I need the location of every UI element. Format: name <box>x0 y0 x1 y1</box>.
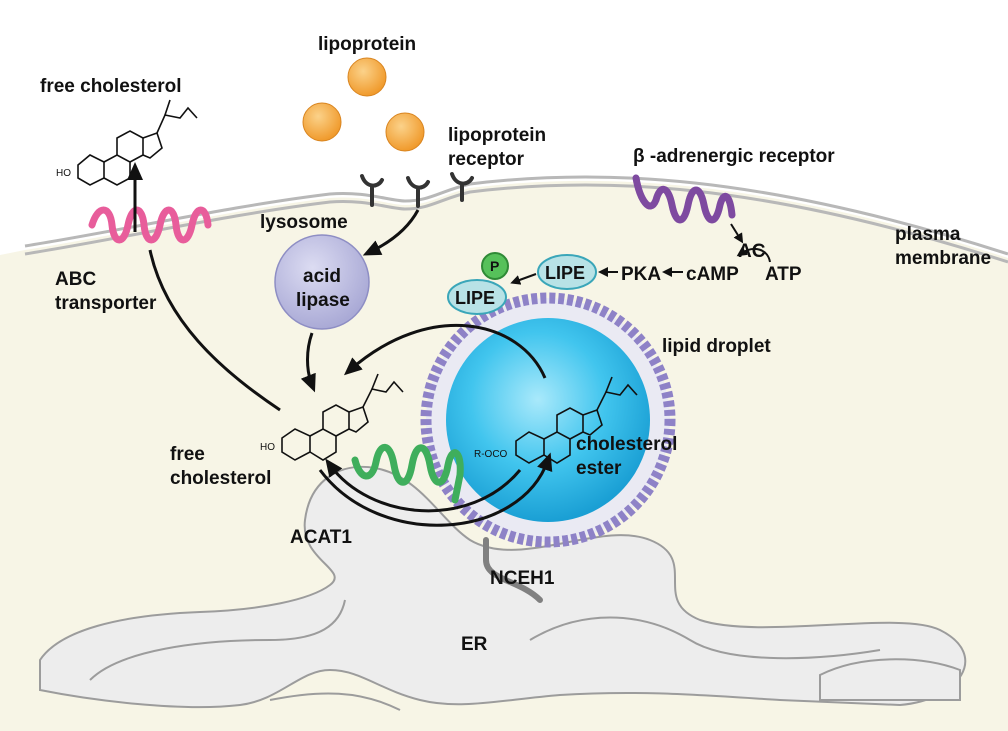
receptor-y-shape <box>406 176 430 208</box>
label-plasma-membrane-line1: plasma <box>895 224 961 245</box>
label-plasma-membrane-line2: membrane <box>895 248 991 269</box>
label-beta-adrenergic-receptor: β -adrenergic receptor <box>633 146 835 167</box>
lipoprotein-particle <box>385 112 425 152</box>
label-abc-transporter-line2: transporter <box>55 293 157 314</box>
arrow-lysosome-to-cholesterol <box>300 332 316 393</box>
label-lipid-droplet: lipid droplet <box>662 336 771 357</box>
label-lipoprotein: lipoprotein <box>318 34 416 55</box>
receptor-y-shape <box>360 174 384 207</box>
label-lipe-right: LIPE <box>545 263 585 283</box>
lipe-left-shape <box>447 279 507 315</box>
label-abc-transporter-line1: ABC <box>55 269 96 290</box>
label-acid-lipase-line1: acid <box>303 266 341 287</box>
arrow-lipe-phospho <box>510 273 537 285</box>
nceh1-enzyme <box>483 537 543 603</box>
label-lipoprotein-receptor-line1: lipoprotein <box>448 125 546 146</box>
beta-adrenergic-receptor <box>632 174 736 224</box>
cholesterol-structure-middle <box>281 373 404 461</box>
label-lipoprotein-receptor-line2: receptor <box>448 149 525 170</box>
lysosome <box>274 234 370 330</box>
label-free-cholesterol-line2: cholesterol <box>170 468 271 489</box>
arrow-to-abc <box>148 249 281 412</box>
label-nceh1: NCEH1 <box>490 568 555 589</box>
abc-transporter <box>88 206 212 244</box>
lipoprotein-particles <box>302 57 425 152</box>
lipe-right-shape <box>537 254 597 290</box>
lipid-droplet <box>420 292 676 548</box>
cholesterol-structure-top <box>77 99 198 186</box>
label-pka: PKA <box>621 264 661 285</box>
plasma-membrane-inner <box>24 183 1008 264</box>
lipoprotein-particle <box>347 57 387 97</box>
signal-arrows <box>510 223 744 285</box>
phosphate-circle <box>481 252 509 280</box>
label-ho-top: HO <box>56 168 71 179</box>
arrow-hydrolysis <box>343 324 547 379</box>
label-er: ER <box>461 634 488 655</box>
label-acat1: ACAT1 <box>290 527 352 548</box>
lipoprotein-particle <box>302 102 342 142</box>
droplet-core <box>446 318 650 522</box>
label-ac: AC <box>738 241 766 262</box>
label-free-cholesterol-top: free cholesterol <box>40 76 182 97</box>
label-lipe-left: LIPE <box>455 288 495 308</box>
label-r-oco: R-OCO <box>474 449 508 460</box>
arrow-ac-atp <box>736 246 771 263</box>
label-ho-middle: HO <box>260 442 275 453</box>
acat1-enzyme <box>351 443 464 504</box>
label-cholesterol-ester-line1: cholesterol <box>576 434 677 455</box>
label-atp: ATP <box>765 264 802 285</box>
label-lysosome: lysosome <box>260 212 348 233</box>
label-cholesterol-ester-line2: ester <box>576 458 622 479</box>
endoplasmic-reticulum <box>39 465 967 711</box>
cholesterol-structure-ester <box>515 376 638 464</box>
label-free-cholesterol-line1: free <box>170 444 205 465</box>
arrow-esterification <box>318 452 553 527</box>
label-camp: cAMP <box>686 264 739 285</box>
arrow-lipoprotein-uptake <box>362 209 420 256</box>
receptor-y-shape <box>450 172 474 202</box>
label-acid-lipase-line2: lipase <box>296 290 350 311</box>
lipoprotein-receptors <box>360 172 474 208</box>
arrow-receptor-ac <box>730 223 744 244</box>
arrow-nceh1-hydrolysis <box>325 458 522 513</box>
label-phospho: P <box>490 258 499 274</box>
pathway-arrows <box>127 162 771 527</box>
